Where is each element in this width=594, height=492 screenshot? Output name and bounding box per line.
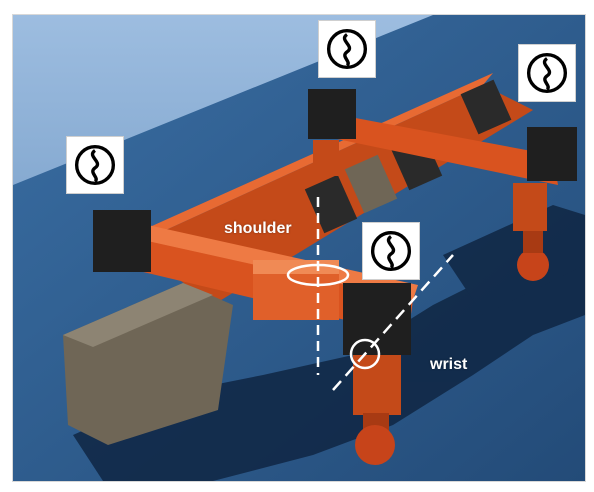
modular-robot-scene	[13, 15, 585, 481]
rotation-joint-icon	[518, 44, 576, 102]
robot-shadow	[73, 205, 585, 481]
shoulder-joint-marker	[286, 263, 350, 287]
robot-body	[63, 73, 577, 465]
wrist-joint-marker	[349, 338, 381, 370]
rotation-joint-icon	[66, 136, 124, 194]
robot-render-frame	[12, 14, 586, 482]
shoulder-label: shoulder	[224, 220, 292, 237]
wrist-axis-line	[332, 254, 454, 391]
rotation-joint-icon	[318, 20, 376, 78]
wrist-label: wrist	[430, 356, 468, 373]
rotation-joint-icon	[362, 222, 420, 280]
